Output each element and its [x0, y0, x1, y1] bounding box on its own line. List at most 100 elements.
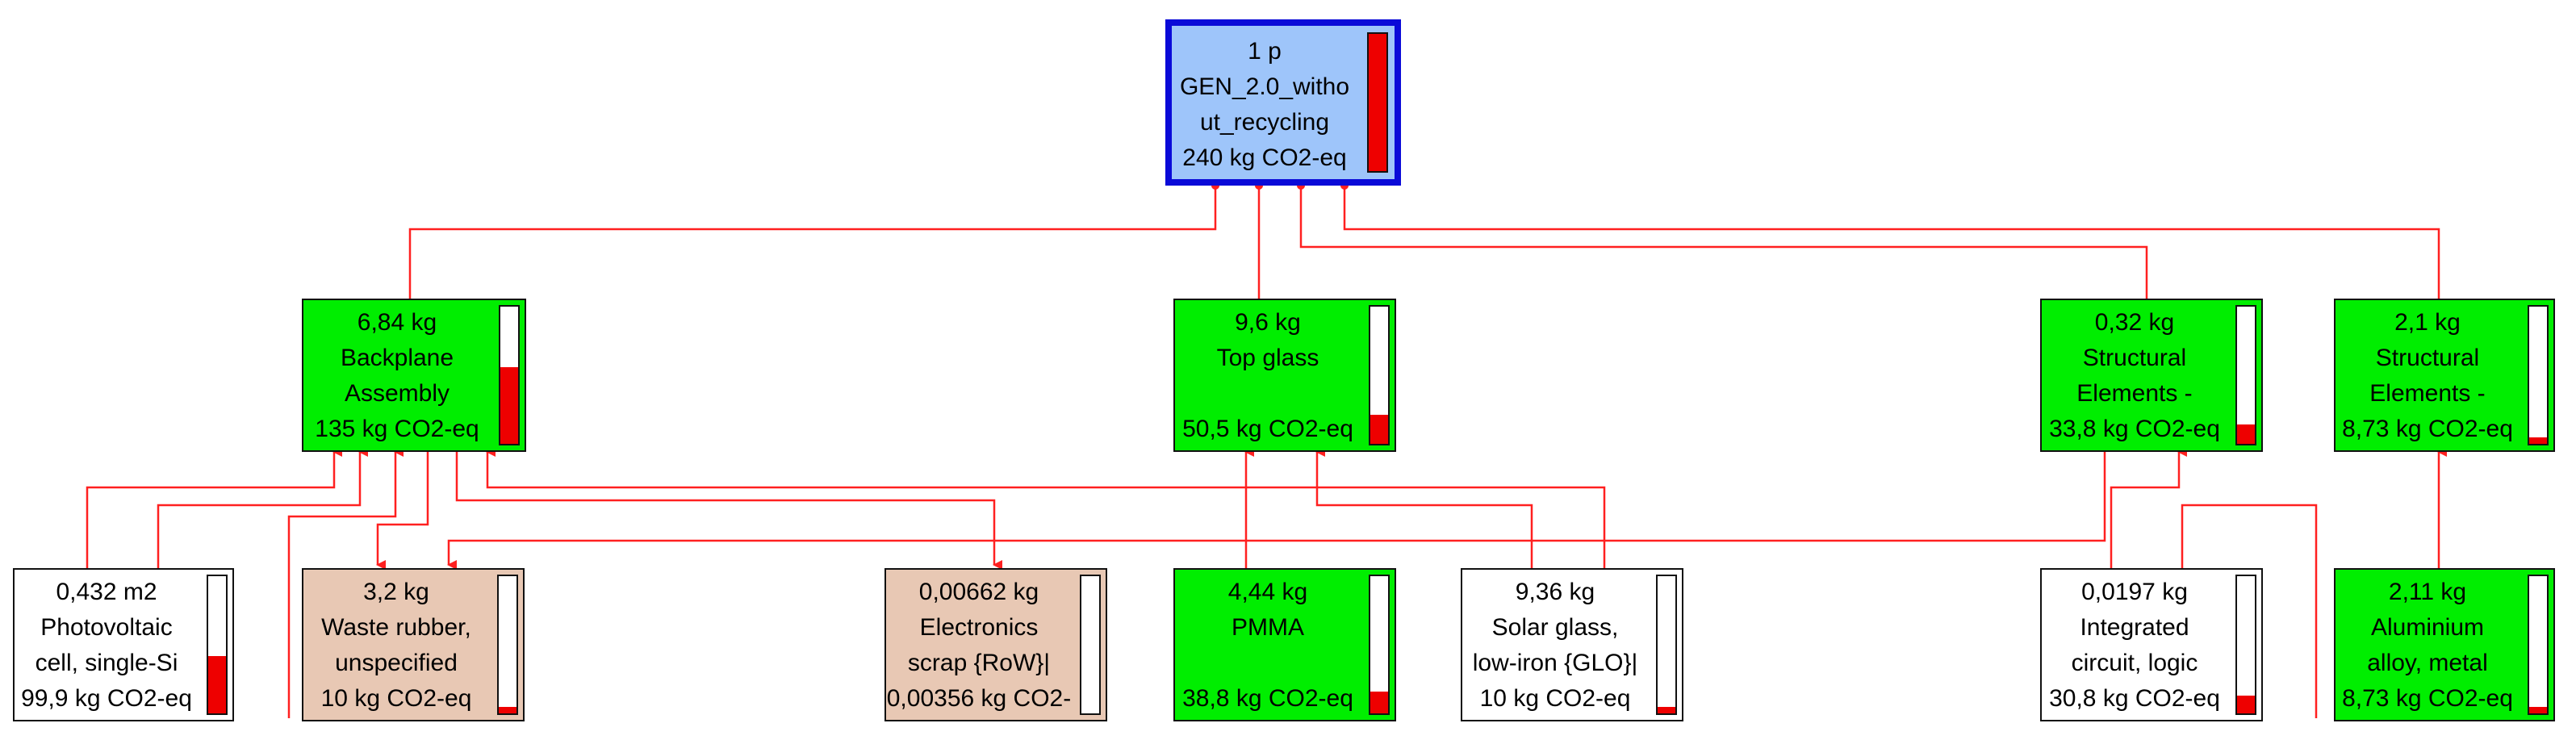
node-label: 3,2 kg Waste rubber, unspecified 10 kg C… — [303, 575, 489, 717]
node-name-line: Structural — [2375, 345, 2480, 371]
pmma-node[interactable]: 4,44 kg PMMA 38,8 kg CO2-eq — [1173, 568, 1396, 721]
node-label: 0,432 m2 Photovoltaic cell, single-Si 99… — [15, 575, 199, 717]
impact-share-bar — [2528, 305, 2549, 445]
node-name-line: Waste rubber, — [321, 614, 471, 641]
impact-share-bar — [2528, 575, 2549, 715]
impact-share-bar — [1369, 305, 1390, 445]
impact-share-bar — [497, 575, 518, 715]
node-quantity: 9,36 kg — [1515, 579, 1595, 605]
node-quantity: 2,11 kg — [2388, 579, 2467, 605]
node-label: 2,1 kg Structural Elements - 8,73 kg CO2… — [2336, 305, 2520, 447]
node-impact: 50,5 kg CO2-eq — [1182, 416, 1353, 442]
node-name-line: Structural — [2082, 345, 2187, 371]
node-impact: 8,73 kg CO2-eq — [2342, 416, 2513, 442]
integrated-circuit-node[interactable]: 0,0197 kg Integrated circuit, logic 30,8… — [2040, 568, 2263, 721]
node-label: 1 p GEN_2.0_witho ut_recycling 240 kg CO… — [1172, 34, 1357, 176]
node-name-line: GEN_2.0_witho — [1179, 73, 1350, 100]
impact-share-bar — [1367, 32, 1388, 173]
node-impact: 135 kg CO2-eq — [315, 416, 479, 442]
node-name-line: Aluminium — [2370, 614, 2485, 641]
impact-share-fill — [2237, 695, 2255, 713]
flow-struct1-to-rubber — [447, 452, 2106, 570]
node-quantity: 6,84 kg — [357, 309, 437, 336]
node-name-line: Elements - — [2076, 380, 2193, 407]
solar-glass-node[interactable]: 9,36 kg Solar glass, low-iron {GLO}| 10 … — [1461, 568, 1683, 721]
flow-backplane-to-escrap — [455, 452, 1002, 570]
node-impact: 8,73 kg CO2-eq — [2342, 685, 2513, 712]
node-impact: 38,8 kg CO2-eq — [1182, 685, 1353, 712]
waste-rubber-node[interactable]: 3,2 kg Waste rubber, unspecified 10 kg C… — [302, 568, 525, 721]
node-name-line: alloy, metal — [2367, 650, 2488, 676]
impact-share-fill — [1369, 34, 1386, 171]
root-process-node[interactable]: 1 p GEN_2.0_witho ut_recycling 240 kg CO… — [1165, 19, 1401, 186]
node-name-line: Solar glass, — [1491, 614, 1619, 641]
impact-share-fill — [500, 366, 518, 444]
flow-solarglass-to-topglass — [1315, 447, 1533, 568]
node-label: 0,0197 kg Integrated circuit, logic 30,8… — [2042, 575, 2227, 717]
impact-share-fill — [2529, 706, 2547, 713]
impact-share-fill — [2529, 437, 2547, 444]
impact-share-bar — [1369, 575, 1390, 715]
node-name-line: ut_recycling — [1199, 109, 1330, 136]
node-name-line: Top glass — [1216, 345, 1319, 371]
node-name-line: PMMA — [1232, 614, 1304, 641]
node-name-line: unspecified — [335, 650, 458, 676]
node-name-line: cell, single-Si — [35, 650, 178, 676]
node-impact: 10 kg CO2-eq — [1479, 685, 1631, 712]
impact-share-bar — [2235, 305, 2256, 445]
node-name-line: Elements - — [2369, 380, 2486, 407]
impact-share-bar — [499, 305, 520, 445]
node-quantity: 0,00662 kg — [918, 579, 1039, 605]
flow-solarglass-to-backplane — [486, 447, 1606, 568]
flow-pvcell2-to-backplane — [157, 447, 368, 568]
aluminium-alloy-node[interactable]: 2,11 kg Aluminium alloy, metal 8,73 kg C… — [2334, 568, 2555, 721]
flow-struct2-to-root — [1343, 186, 2440, 299]
node-label: 4,44 kg PMMA 38,8 kg CO2-eq — [1175, 575, 1361, 717]
node-name-line: low-iron {GLO}| — [1472, 650, 1638, 676]
node-quantity: 0,32 kg — [2094, 309, 2175, 336]
impact-share-fill — [208, 655, 226, 713]
node-name-line: Assembly — [344, 380, 450, 407]
impact-share-fill — [1370, 691, 1388, 713]
flow-backplane-to-rubber — [376, 452, 429, 570]
node-name-line: scrap {RoW}| — [907, 650, 1051, 676]
node-impact: 99,9 kg CO2-eq — [21, 685, 192, 712]
flow-ic-to-struct1 — [2110, 447, 2187, 568]
node-quantity: 4,44 kg — [1227, 579, 1308, 605]
node-quantity: 3,2 kg — [363, 579, 429, 605]
structural-elements-node-1[interactable]: 0,32 kg Structural Elements - 33,8 kg CO… — [2040, 299, 2263, 452]
node-name-line: Backplane — [340, 345, 454, 371]
node-name-line: Photovoltaic — [40, 614, 173, 641]
node-name-line: Electronics — [919, 614, 1039, 641]
flow-pvcell-to-backplane — [86, 447, 342, 568]
photovoltaic-cell-node[interactable]: 0,432 m2 Photovoltaic cell, single-Si 99… — [13, 568, 234, 721]
node-quantity: 0,0197 kg — [2081, 579, 2188, 605]
impact-share-fill — [499, 706, 516, 713]
node-label: 9,36 kg Solar glass, low-iron {GLO}| 10 … — [1462, 575, 1648, 717]
flow-backplane-to-root — [408, 186, 1217, 299]
structural-elements-node-2[interactable]: 2,1 kg Structural Elements - 8,73 kg CO2… — [2334, 299, 2555, 452]
node-label: 0,32 kg Structural Elements - 33,8 kg CO… — [2042, 305, 2227, 447]
node-label: 6,84 kg Backplane Assembly 135 kg CO2-eq — [303, 305, 491, 447]
electronics-scrap-node[interactable]: 0,00662 kg Electronics scrap {RoW}| 0,00… — [884, 568, 1107, 721]
flow-struct1-to-root — [1299, 186, 2148, 299]
node-impact: 33,8 kg CO2-eq — [2049, 416, 2220, 442]
backplane-assembly-node[interactable]: 6,84 kg Backplane Assembly 135 kg CO2-eq — [302, 299, 526, 452]
impact-share-bar — [1656, 575, 1677, 715]
impact-share-bar — [2235, 575, 2256, 715]
node-impact: 0,00356 kg CO2- — [886, 685, 1072, 712]
node-name-line: circuit, logic — [2071, 650, 2198, 676]
node-label: 2,11 kg Aluminium alloy, metal 8,73 kg C… — [2336, 575, 2520, 717]
impact-share-bar — [1080, 575, 1101, 715]
node-quantity: 2,1 kg — [2394, 309, 2461, 336]
impact-share-fill — [1658, 706, 1675, 713]
node-impact: 30,8 kg CO2-eq — [2049, 685, 2220, 712]
top-glass-node[interactable]: 9,6 kg Top glass 50,5 kg CO2-eq — [1173, 299, 1396, 452]
node-quantity: 1 p — [1248, 38, 1282, 65]
impact-share-fill — [2237, 424, 2255, 444]
impact-share-bar — [207, 575, 228, 715]
node-label: 0,00662 kg Electronics scrap {RoW}| 0,00… — [886, 575, 1072, 717]
node-label: 9,6 kg Top glass 50,5 kg CO2-eq — [1175, 305, 1361, 447]
node-quantity: 0,432 m2 — [56, 579, 157, 605]
